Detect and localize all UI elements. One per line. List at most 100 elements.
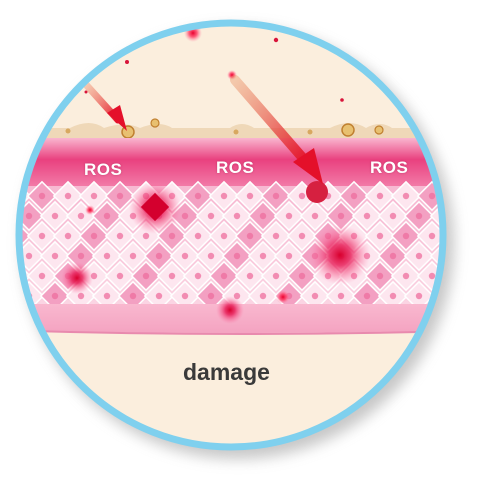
matrix-cell: [0, 262, 4, 290]
free-radical-dot-icon: [340, 98, 344, 102]
ros-damage-spot: [276, 290, 290, 304]
matrix-cell: [483, 242, 491, 270]
matrix-cell: [483, 202, 491, 230]
cell-nucleus: [207, 252, 215, 260]
cell-nucleus: [103, 292, 111, 300]
cell-nucleus: [220, 232, 228, 240]
cell-nucleus: [194, 232, 202, 240]
matrix-cell: [0, 222, 4, 250]
ros-damage-spot: [85, 205, 95, 215]
cell-nucleus: [415, 292, 423, 300]
membrane-granule: [65, 128, 71, 134]
cell-nucleus: [455, 273, 461, 279]
matrix-cell: [18, 280, 19, 312]
cell-nucleus: [402, 232, 410, 240]
cell-nucleus: [455, 193, 461, 199]
cell-nucleus: [246, 232, 254, 240]
cell-nucleus: [51, 292, 59, 300]
ros-arrow-icon: [76, 74, 127, 131]
ros-label-right: ROS: [370, 158, 409, 177]
matrix-cell: [457, 202, 485, 230]
cell-nucleus: [103, 252, 111, 260]
cell-grid: [0, 180, 491, 312]
matrix-cell: [470, 182, 491, 210]
cell-nucleus: [468, 293, 474, 299]
ros-label-center: ROS: [216, 158, 255, 177]
cell-nucleus: [90, 232, 98, 240]
cell-nucleus: [38, 272, 46, 280]
cell-nucleus: [181, 252, 189, 260]
cell-nucleus: [0, 253, 6, 259]
cell-nucleus: [38, 232, 46, 240]
disc-border: [15, 19, 447, 451]
cell-nucleus: [129, 252, 137, 260]
cell-nucleus: [233, 252, 241, 260]
matrix-cell: [18, 200, 19, 232]
cell-nucleus: [103, 212, 111, 220]
cell-nucleus: [0, 213, 6, 219]
cell-nucleus: [402, 272, 410, 280]
cell-nucleus: [220, 192, 228, 200]
membrane-granule: [233, 129, 239, 135]
cell-nucleus: [181, 292, 189, 300]
cell-nucleus: [246, 272, 254, 280]
cell-nucleus: [0, 293, 6, 299]
matrix-cell: [0, 182, 4, 210]
membrane-granule: [341, 123, 355, 137]
matrix-cell: [457, 282, 485, 310]
cell-nucleus: [363, 292, 371, 300]
cell-nucleus: [116, 192, 124, 200]
cell-nucleus: [363, 212, 371, 220]
cell-nucleus: [207, 212, 215, 220]
cell-nucleus: [337, 292, 345, 300]
cell-nucleus: [481, 273, 487, 279]
cell-nucleus: [415, 252, 423, 260]
cell-nucleus: [142, 232, 150, 240]
ros-damage-spot: [61, 262, 93, 294]
cell-nucleus: [259, 292, 267, 300]
cell-nucleus: [272, 232, 280, 240]
cell-nucleus: [51, 252, 59, 260]
cell-nucleus: [129, 292, 137, 300]
cell-nucleus: [298, 232, 306, 240]
cell-nucleus: [194, 272, 202, 280]
ros-label-left: ROS: [84, 160, 123, 179]
cell-nucleus: [259, 252, 267, 260]
cell-nucleus: [116, 232, 124, 240]
cell-nucleus: [194, 192, 202, 200]
cell-nucleus: [481, 233, 487, 239]
cell-nucleus: [376, 272, 384, 280]
membrane-granule: [307, 129, 313, 135]
cell-nucleus: [51, 212, 59, 220]
cell-nucleus: [428, 232, 436, 240]
cell-nucleus: [25, 212, 33, 220]
cell-nucleus: [455, 233, 461, 239]
cell-nucleus: [389, 292, 397, 300]
cell-nucleus: [389, 212, 397, 220]
cell-nucleus: [25, 252, 33, 260]
pink-membrane-band: [18, 138, 444, 186]
cell-nucleus: [168, 272, 176, 280]
free-radical-dot-icon: [84, 90, 88, 94]
cell-nucleus: [389, 252, 397, 260]
cell-nucleus: [468, 253, 474, 259]
cell-nucleus: [77, 292, 85, 300]
cell-nucleus: [18, 272, 20, 280]
cell-nucleus: [311, 292, 319, 300]
cell-nucleus: [64, 232, 72, 240]
cell-nucleus: [376, 192, 384, 200]
cell-nucleus: [220, 272, 228, 280]
matrix-cell: [18, 240, 19, 272]
cell-nucleus: [481, 193, 487, 199]
matrix-cell: [470, 222, 491, 250]
cell-nucleus: [168, 232, 176, 240]
cell-nucleus: [90, 192, 98, 200]
ros-arrow-icon: [230, 75, 323, 184]
cell-nucleus: [207, 292, 215, 300]
cell-nucleus: [285, 212, 293, 220]
cell-nucleus: [18, 192, 20, 200]
cell-nucleus: [77, 252, 85, 260]
matrix-cell: [483, 282, 491, 310]
membrane-granule: [150, 118, 160, 128]
